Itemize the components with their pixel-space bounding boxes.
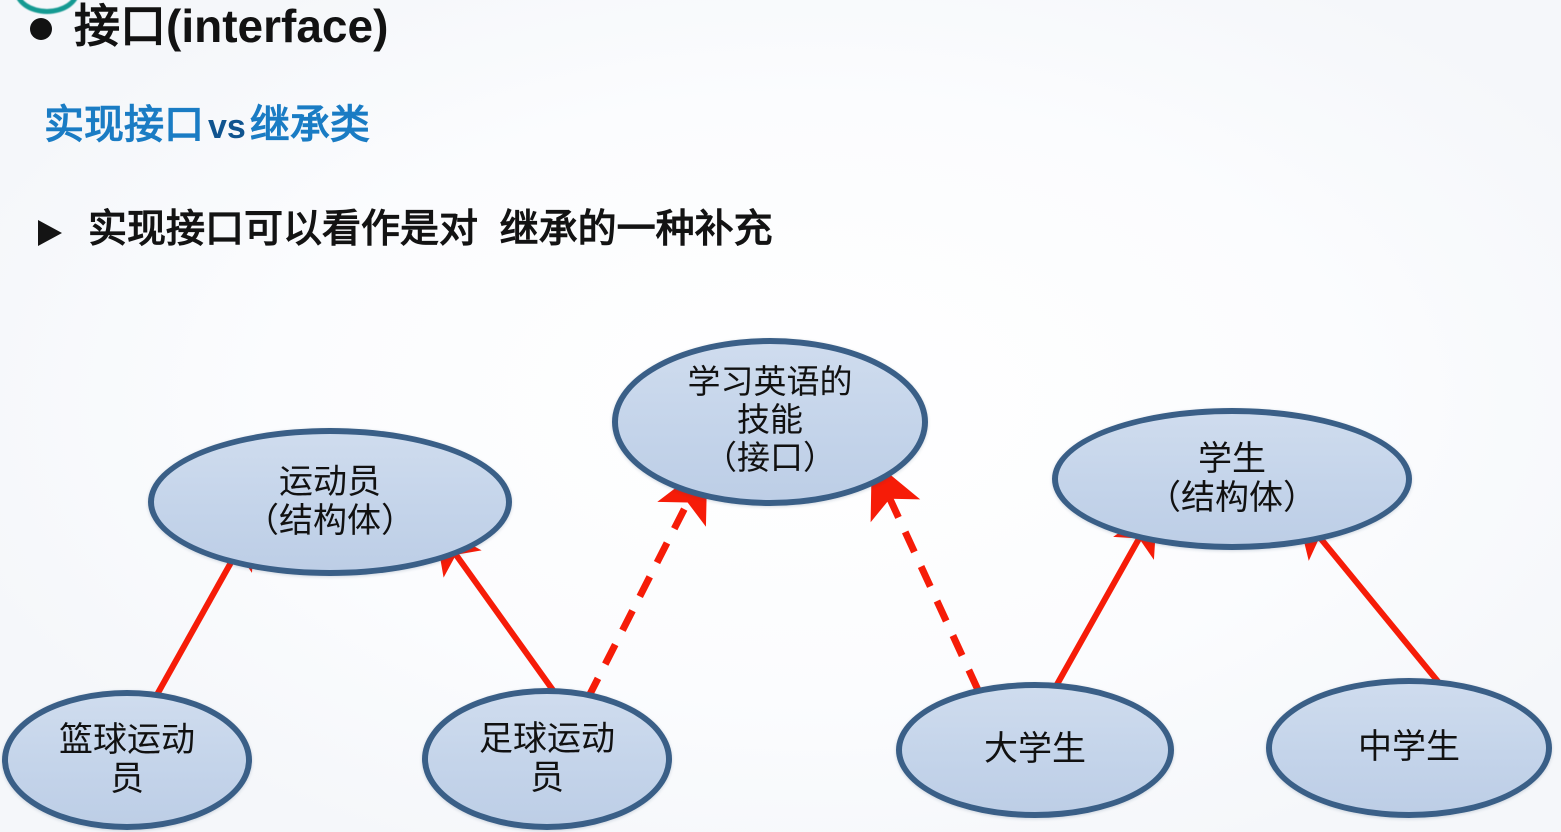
diagram-node-university[interactable]: 大学生 — [896, 682, 1174, 818]
subtitle-vs-label: vs — [208, 108, 246, 146]
bullet-point-row: 实现接口可以看作是对 继承的一种补充 — [38, 198, 773, 254]
diagram-node-footballer[interactable]: 足球运动 员 — [422, 688, 672, 830]
diagram-node-student[interactable]: 学生 （结构体） — [1052, 408, 1412, 550]
subtitle-right-term: 继承类 — [249, 103, 370, 147]
slide-heading: 接口(interface) — [30, 2, 388, 50]
subtitle-left-term: 实现接口 — [44, 103, 204, 147]
diagram-edge-layer — [151, 459, 1443, 702]
diagram-edge-highschool-to-student — [1296, 508, 1443, 686]
diagram-node-highschool[interactable]: 中学生 — [1266, 678, 1552, 818]
diagram-node-basketball[interactable]: 篮球运动 员 — [2, 690, 252, 830]
diagram-node-english-skill[interactable]: 学习英语的 技能 （接口） — [612, 338, 928, 506]
diagram-edge-footballer-to-athlete — [434, 524, 563, 702]
filled-circle-bullet-icon — [30, 18, 52, 41]
diagram-edge-university-to-skill — [870, 459, 982, 692]
diagram-node-athlete[interactable]: 运动员 （结构体） — [148, 428, 512, 576]
diagram-edge-basketball-to-athlete — [151, 519, 256, 702]
page-title: 接口(interface) — [74, 0, 389, 52]
diagram-edge-university-to-student — [1052, 506, 1158, 690]
diagram-edge-footballer-to-skill — [584, 463, 708, 700]
bullet-point-text: 实现接口可以看作是对 继承的一种补充 — [88, 208, 773, 251]
triangle-arrow-bullet-icon — [38, 220, 62, 246]
